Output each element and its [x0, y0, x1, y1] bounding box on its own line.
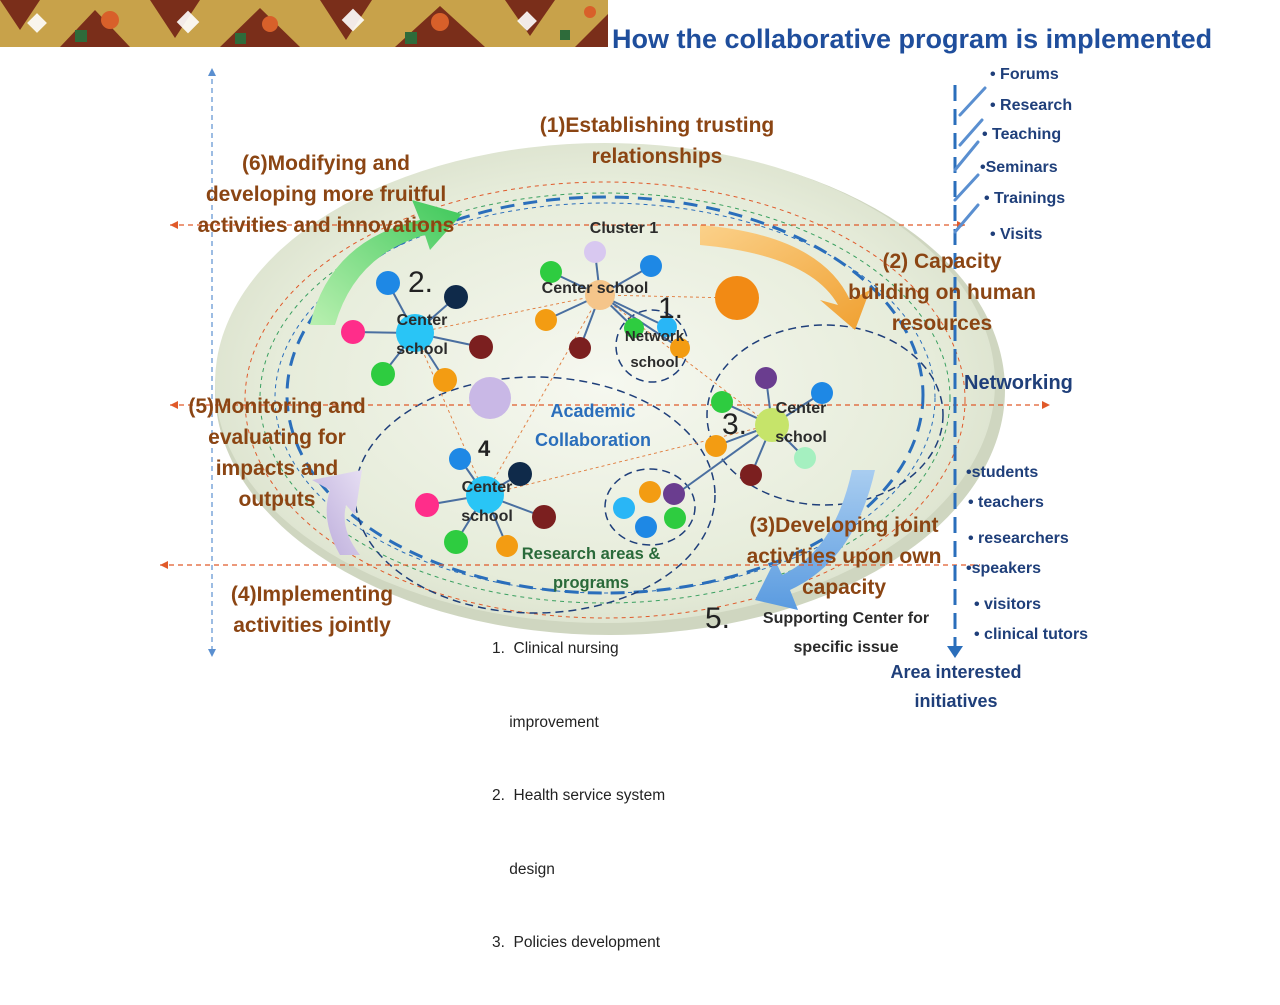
step-1-line-2: relationships — [591, 145, 723, 168]
activity-label: Teaching — [992, 126, 1062, 143]
axis-arrows — [160, 70, 1050, 655]
activity-item-research: • Research — [990, 97, 1073, 114]
center-school-4-line-2: school — [461, 508, 513, 525]
center-school-3-line-2: school — [775, 429, 827, 446]
step-6-line-2: developing more fruitful — [205, 183, 447, 206]
supporting-center-label: Supporting Center for specific issue — [735, 604, 957, 662]
step-2-label: (2) Capacity building on human resources — [832, 246, 1052, 339]
participant-label: students — [971, 464, 1039, 481]
step-4-line-1: (4)Implementing — [230, 583, 394, 606]
cluster-1-label: Cluster 1 — [589, 220, 659, 237]
activity-label: Visits — [1000, 226, 1043, 243]
step-3-line-1: (3)Developing joint — [749, 514, 939, 537]
center-school-4-label: Center school — [437, 473, 537, 531]
step-5-label: (5)Monitoring and evaluating for impacts… — [166, 391, 388, 515]
step-5-line-1: (5)Monitoring and — [188, 395, 366, 418]
step-4-label: (4)Implementing activities jointly — [206, 579, 418, 641]
center-school-2-label: Center school — [372, 306, 472, 364]
step-2-line-3: resources — [891, 312, 993, 335]
activity-label: Research — [1000, 97, 1073, 114]
research-item: 1. Clinical nursing — [492, 640, 619, 657]
network-school-label: Network school — [607, 324, 702, 376]
participant-item-students: •students — [966, 464, 1039, 481]
participant-label: clinical tutors — [984, 626, 1089, 643]
step-3-line-2: activities upon own — [746, 545, 942, 568]
academic-collaboration-label: Academic Collaboration — [518, 397, 668, 455]
research-areas-line-1: Research areas & — [521, 545, 661, 563]
step-4-line-2: activities jointly — [233, 614, 391, 637]
step-5-line-2: evaluating for — [208, 426, 346, 449]
participant-label: teachers — [978, 494, 1044, 511]
diagram-graphics — [0, 0, 1050, 660]
cluster-number-5: 5. — [705, 602, 731, 635]
network-school-line-1: Network — [624, 328, 685, 345]
cluster-number-2: 2. — [408, 266, 434, 299]
participant-item-researchers: • researchers — [968, 530, 1069, 547]
participant-label: visitors — [984, 596, 1041, 613]
cluster-number-4: 4 — [478, 436, 491, 461]
arrow-orange — [700, 225, 870, 330]
networking-label: Networking — [964, 372, 1073, 394]
hub-connections — [414, 294, 771, 496]
research-item: 2. Health service system — [492, 787, 666, 804]
area-interested-label: Area interested initiatives — [856, 658, 1056, 716]
step-6-line-3: activities and innovations — [197, 214, 455, 237]
research-areas-list: 1. Clinical nursing improvement 2. Healt… — [492, 588, 665, 1005]
area-interested-line-2: initiatives — [914, 691, 998, 711]
arrow-green — [310, 200, 462, 325]
activity-label: Forums — [1000, 66, 1059, 83]
participant-label: researchers — [978, 530, 1069, 547]
research-item: 3. Policies development — [492, 934, 661, 951]
academic-collaboration-line-2: Collaboration — [535, 430, 651, 450]
activity-item-trainings: • Trainings — [984, 190, 1066, 207]
cluster-hubs — [341, 241, 833, 557]
step-2-line-2: building on human — [848, 281, 1036, 304]
research-areas-heading: Research areas & programs — [494, 540, 688, 598]
research-item: design — [492, 860, 555, 878]
arrow-blue — [755, 470, 875, 610]
diagram-canvas: How the collaborative program is impleme… — [0, 0, 1213, 951]
activity-item-seminars: •Seminars — [980, 159, 1058, 176]
cluster-number-1: 1. — [658, 292, 684, 325]
participant-item-speakers: •speakers — [966, 560, 1041, 577]
activity-item-forums: • Forums — [990, 66, 1059, 83]
header-banner — [0, 0, 608, 47]
center-school-top-label: Center school — [541, 280, 649, 297]
supporting-center-line-2: specific issue — [793, 639, 899, 656]
participant-item-clinical-tutors: • clinical tutors — [974, 626, 1089, 643]
supporting-center-line-1: Supporting Center for — [762, 610, 930, 627]
area-interested-line-1: Area interested — [890, 662, 1022, 682]
center-school-3-label: Center school — [752, 394, 850, 452]
activity-item-visits: • Visits — [990, 226, 1043, 243]
center-school-4-line-1: Center — [461, 479, 513, 496]
center-school-2-line-1: Center — [396, 312, 448, 329]
step-5-line-3: impacts and — [215, 457, 339, 480]
activity-item-teaching: • Teaching — [982, 126, 1062, 143]
step-6-line-1: (6)Modifying and — [242, 152, 410, 175]
step-6-label: (6)Modifying and developing more fruitfu… — [176, 148, 476, 241]
participant-item-teachers: • teachers — [968, 494, 1044, 511]
page-title: How the collaborative program is impleme… — [612, 24, 1213, 54]
center-school-3-line-1: Center — [775, 400, 827, 417]
activity-label: Trainings — [994, 190, 1066, 207]
center-school-2-line-2: school — [396, 341, 448, 358]
step-2-line-1: (2) Capacity — [882, 250, 1002, 273]
step-3-line-3: capacity — [801, 576, 887, 599]
orbit-lines — [244, 181, 966, 619]
research-item: improvement — [492, 713, 599, 731]
arrow-lavender — [312, 470, 362, 555]
cycle-dashed-ellipse — [285, 195, 925, 595]
participant-item-visitors: • visitors — [974, 596, 1041, 613]
step-3-label: (3)Developing joint activities upon own … — [728, 510, 960, 603]
cluster-number-3: 3. — [722, 408, 748, 441]
step-5-line-4: outputs — [238, 488, 316, 511]
network-school-line-2: school — [630, 354, 679, 371]
activity-label: Seminars — [985, 159, 1058, 176]
academic-collaboration-line-1: Academic — [550, 401, 636, 421]
participant-label: speakers — [971, 560, 1041, 577]
step-1-line-1: (1)Establishing trusting — [539, 114, 775, 137]
research-areas-line-2: programs — [552, 574, 630, 592]
step-1-label: (1)Establishing trusting relationships — [522, 110, 792, 172]
activity-ticks — [953, 86, 987, 234]
